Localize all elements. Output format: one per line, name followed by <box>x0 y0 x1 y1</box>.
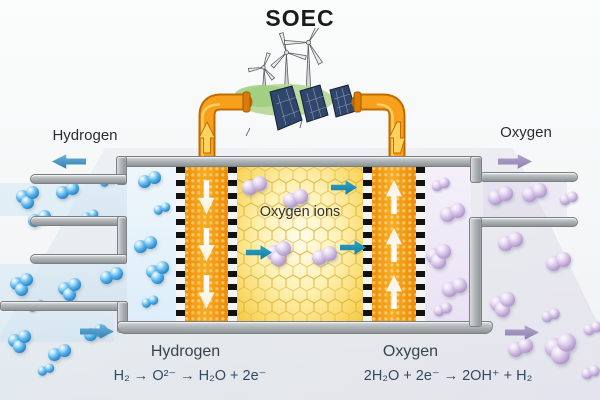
o2-molecule <box>426 244 452 269</box>
o2-molecule <box>498 232 524 256</box>
oxygen-ion-molecule <box>266 241 292 266</box>
cell-wall-top <box>123 156 482 167</box>
h2-molecule <box>100 267 126 291</box>
h2-molecule <box>48 344 74 368</box>
o2-molecule <box>546 252 572 276</box>
h2-molecule <box>37 363 57 380</box>
down-arrow-icon <box>198 227 215 262</box>
o2-molecule <box>442 278 468 302</box>
diagram-title: SOEC <box>265 5 335 31</box>
o2-molecule <box>490 292 516 317</box>
h2-molecule <box>138 171 164 195</box>
h2-molecule <box>16 186 42 210</box>
renewable-energy-scene <box>198 28 406 178</box>
o2-molecule <box>488 186 514 210</box>
hydrogen-outlet-wall <box>30 174 127 184</box>
down-arrow-icon <box>198 180 215 215</box>
cell-wall-right <box>469 217 482 327</box>
interconnect-strip <box>228 167 237 322</box>
o2-molecule <box>431 177 451 194</box>
o2-molecule <box>583 321 600 338</box>
o2-molecule <box>522 183 548 207</box>
left-baffle-bottom <box>30 254 127 264</box>
oxygen-reaction-title: Oxygen <box>382 343 439 360</box>
oxygen-ions-label: Oxygen ions <box>259 204 341 220</box>
cell-wall-top-right-joint <box>470 156 482 183</box>
hydrogen-top-label: Hydrogen <box>52 127 118 144</box>
cathode-electrode <box>185 167 228 322</box>
h2-molecule <box>134 236 160 260</box>
hydrogen-reaction-title: Hydrogen <box>150 343 221 360</box>
oxygen-ion-molecule <box>312 246 338 270</box>
o2-molecule <box>433 302 453 319</box>
steam-molecule <box>146 261 172 285</box>
oxygen-outlet-wall-bottom <box>477 217 578 227</box>
o2-molecule <box>544 333 578 365</box>
o2-molecule <box>581 365 600 382</box>
oxygen-reaction-equation: 2H₂O + 2e⁻ → 2OH⁺ + H₂ <box>363 368 533 384</box>
up-arrow-icon <box>386 180 402 214</box>
down-arrow-icon <box>198 274 215 309</box>
power-pipe-left <box>198 91 253 178</box>
pipe-up-arrow <box>198 120 216 154</box>
hydrogen-reaction-equation: H₂ → O²⁻ → H₂O + 2e⁻ <box>113 368 267 384</box>
o2-molecule <box>541 308 561 325</box>
h2-molecule <box>8 330 34 354</box>
left-baffle-top <box>30 216 127 226</box>
oxygen-outlet-wall-top <box>481 172 578 182</box>
cell-wall-top-left-joint <box>116 156 127 185</box>
electrolyte <box>237 167 363 322</box>
pipe-up-arrow <box>388 121 406 154</box>
o2-molecule <box>508 338 534 362</box>
h2-molecule <box>56 182 82 206</box>
oxygen-top-label: Oxygen <box>500 124 552 141</box>
cell-wall-bottom <box>117 321 493 334</box>
up-arrow-icon <box>386 275 402 309</box>
o2-molecule <box>440 203 466 227</box>
steam-inlet-wall <box>0 301 128 311</box>
o2-molecule <box>559 191 579 208</box>
hydrogen-out-arrow-icon <box>52 154 86 169</box>
anode-electrode <box>372 167 416 322</box>
oxygen-ion-molecule <box>283 189 309 213</box>
h2-molecule <box>58 278 84 302</box>
h2-molecule <box>10 273 36 297</box>
h2-molecule <box>141 295 161 312</box>
interconnect-strip <box>176 167 185 322</box>
up-arrow-icon <box>386 228 402 262</box>
oxygen-ion-molecule <box>242 176 268 200</box>
solar-panel-icon <box>245 84 357 137</box>
h2-molecule <box>153 202 173 219</box>
interconnect-strip <box>416 167 425 322</box>
wind-turbine-icon <box>247 28 323 91</box>
interconnect-strip <box>363 167 372 322</box>
power-pipe-right <box>351 91 406 178</box>
